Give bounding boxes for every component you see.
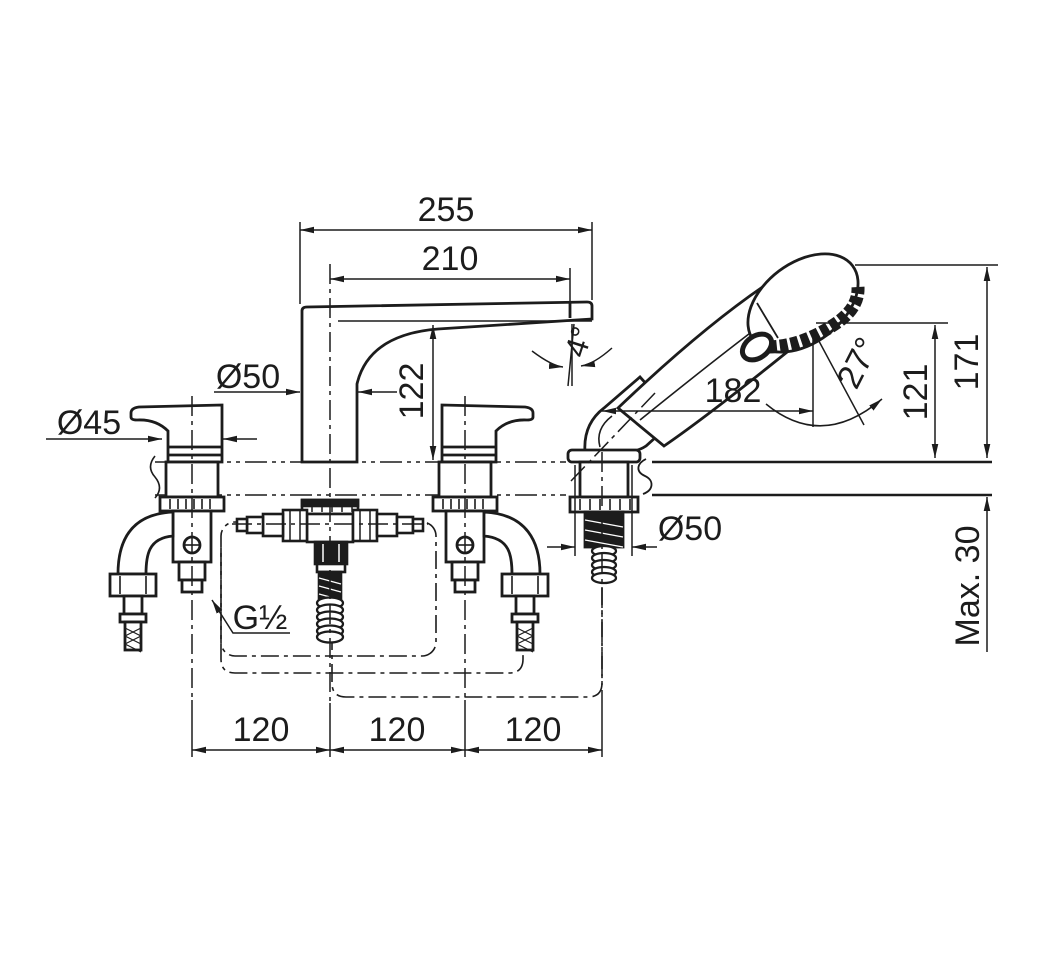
dim-spout-column-diameter-label: Ø50 <box>216 358 280 396</box>
dim-spacing-left-label: 120 <box>233 711 290 749</box>
dim-spout-reach-label: 210 <box>422 240 479 278</box>
shower-hook-ring <box>739 331 775 363</box>
hose-adapter <box>313 540 349 566</box>
phantom-lines <box>149 455 603 698</box>
dim-handle-diameter-label: Ø45 <box>57 404 121 442</box>
right-hose-nut <box>500 572 550 598</box>
centerlines <box>191 264 656 703</box>
tub-deck <box>637 458 992 497</box>
dim-shower-reach-label: 182 <box>705 372 762 410</box>
tee-nipple-right <box>375 512 399 538</box>
dim-spacing-right-label: 120 <box>505 711 562 749</box>
spout <box>300 300 594 464</box>
deck-break-right <box>637 458 653 495</box>
shower-stem-thread <box>583 510 625 549</box>
left-hose-nut <box>108 572 158 598</box>
tee-nut-right <box>351 508 379 543</box>
dim-connection-thread-label: G½ <box>233 599 288 637</box>
dim-shower-base-diameter-label: Ø50 <box>658 510 722 548</box>
phantom-box-c <box>331 563 603 698</box>
centerline-shower-holder <box>570 392 656 482</box>
dimension-lines <box>46 222 998 757</box>
dim-spout-height-label: 122 <box>393 363 431 420</box>
spout-body <box>300 300 594 464</box>
tee-nut-left <box>281 508 309 543</box>
dim-spout-overall-label: 255 <box>418 191 475 229</box>
shower-base-flange <box>566 448 642 464</box>
shower-hose-spring <box>590 544 618 585</box>
tee-nipple-left <box>261 512 285 538</box>
dim-shower-face-height-label: 121 <box>897 364 935 421</box>
deck-break-left <box>149 455 161 499</box>
hand-shower <box>566 252 865 585</box>
dim-shower-overall-height-label: 171 <box>948 334 986 391</box>
dim-spacing-center-label: 120 <box>369 711 426 749</box>
dim-deck-thickness-label: Max. 30 <box>949 526 987 647</box>
phantom-box-b <box>220 548 524 674</box>
shower-base-body <box>578 460 630 499</box>
phantom-box-a <box>220 521 437 657</box>
